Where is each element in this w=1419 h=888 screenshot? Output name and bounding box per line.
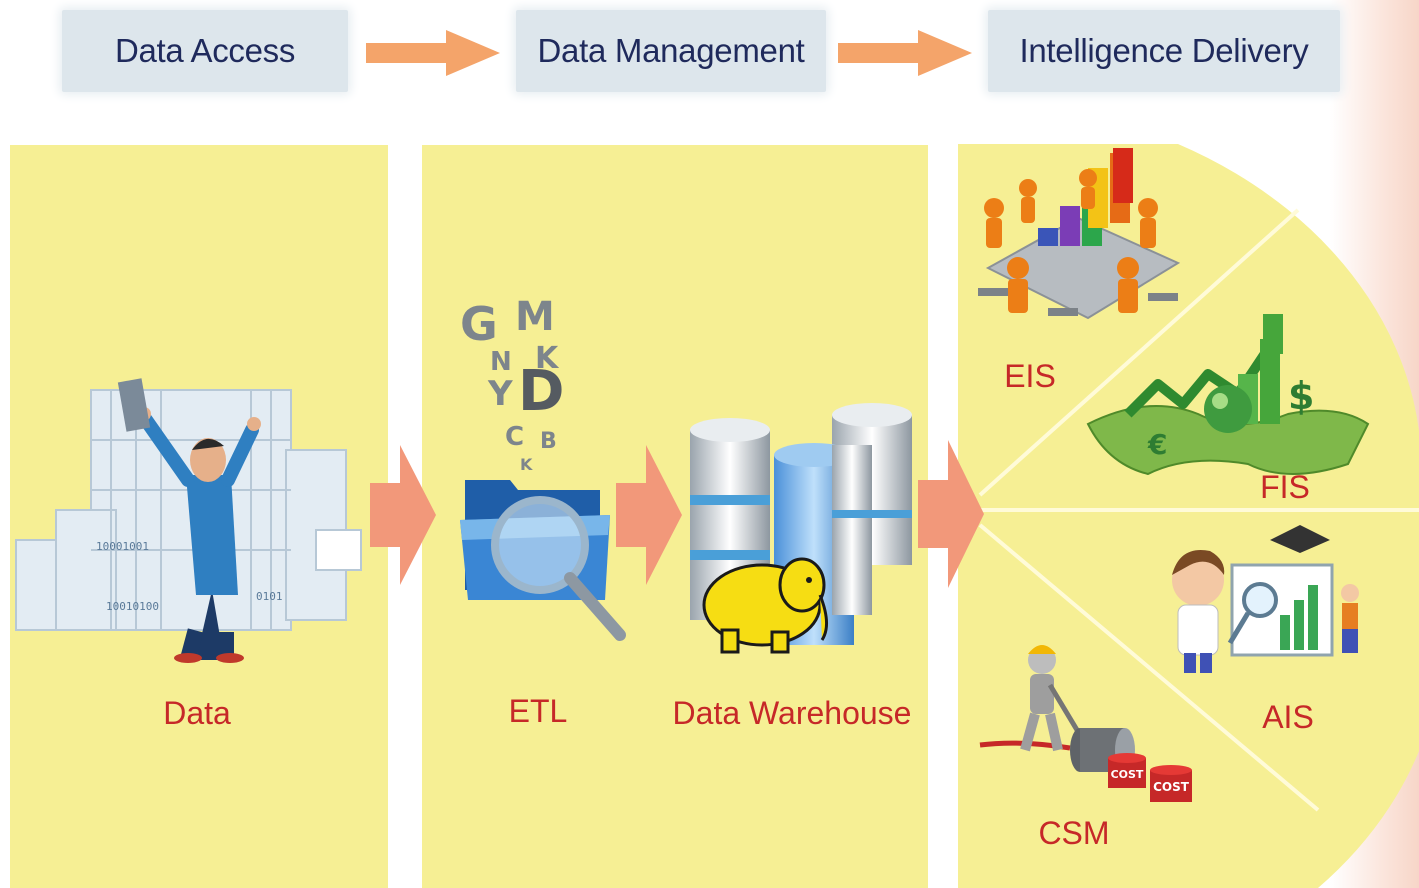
label-ais: AIS [1262, 699, 1314, 735]
svg-text:€: € [1147, 428, 1167, 461]
cost-can-label: COST [1111, 768, 1144, 781]
svg-text:Y: Y [487, 374, 513, 414]
label-data-warehouse: Data Warehouse [672, 695, 912, 731]
svg-text:G: G [460, 297, 498, 351]
data-warehouse-illustration [690, 403, 912, 654]
ais-analytics-illustration [1172, 525, 1359, 673]
stage-data-management: Data Management [516, 10, 826, 92]
label-fis: FIS [1260, 469, 1310, 505]
flow-arrow-icon [838, 30, 972, 76]
svg-text:10001001: 10001001 [96, 540, 149, 553]
svg-text:B: B [540, 429, 557, 454]
flow-arrow-icon [366, 30, 500, 76]
svg-text:K: K [535, 341, 560, 376]
label-etl: ETL [508, 693, 568, 729]
etl-folder-illustration: G M N K Y D C B K [460, 294, 626, 641]
stage-data-access: Data Access [62, 10, 348, 92]
svg-text:$: $ [1288, 374, 1314, 418]
stage-intelligence-delivery-label: Intelligence Delivery [1019, 32, 1309, 69]
csm-cost-illustration: COST COST [979, 645, 1192, 802]
label-csm: CSM [1038, 815, 1110, 851]
label-data: Data [163, 695, 231, 731]
process-arrow-icon [370, 445, 436, 585]
eis-meeting-illustration [978, 148, 1181, 320]
svg-text:M: M [515, 294, 555, 340]
stage-data-management-label: Data Management [537, 32, 805, 69]
fis-finance-illustration: $ € [1086, 314, 1370, 476]
cost-can-label: COST [1153, 780, 1190, 794]
svg-text:0101: 0101 [256, 590, 283, 603]
svg-text:10010100: 10010100 [106, 600, 159, 613]
svg-text:D: D [518, 359, 564, 424]
stage-intelligence-delivery: Intelligence Delivery [988, 10, 1340, 92]
svg-text:K: K [520, 455, 533, 474]
process-arrow-icon [616, 445, 682, 585]
svg-text:N: N [490, 347, 512, 377]
process-arrow-icon [918, 440, 984, 588]
stage-data-access-label: Data Access [114, 32, 296, 69]
data-person-illustration: 10001001 10010100 0101 [15, 378, 362, 663]
panel-intelligence-delivery [958, 144, 1419, 888]
label-eis: EIS [1004, 358, 1056, 394]
svg-text:C: C [505, 422, 524, 452]
